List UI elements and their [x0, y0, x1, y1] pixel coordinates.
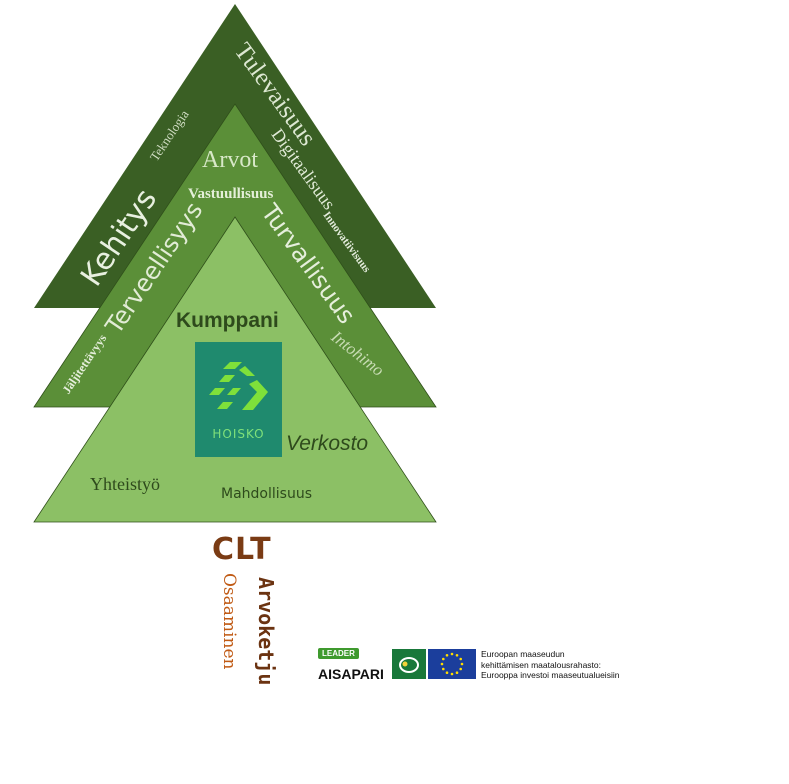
hoisko-logo: HOISKO — [195, 342, 282, 457]
eu-text-line: Euroopan maaseudun — [481, 649, 565, 659]
eu-flag-icon — [428, 649, 476, 679]
eu-text-line: Eurooppa investoi maaseutualueisiin — [481, 670, 620, 680]
trunk-title-clt: CLT — [212, 532, 272, 567]
word-vastuullisuus: Vastuullisuus — [188, 186, 274, 202]
funding-logos: LEADER AISAPARI — [316, 646, 636, 686]
hoisko-logo-text: HOISKO — [212, 427, 265, 441]
aisapari-logo: AISAPARI — [318, 666, 384, 682]
word-mahdollisuus: Mahdollisuus — [221, 486, 312, 502]
word-verkosto: Verkosto — [286, 432, 369, 455]
eu-text-line: kehittämisen maatalousrahasto: — [481, 659, 602, 670]
eu-funding-text: Euroopan maaseudun kehittämisen maatalou… — [481, 649, 619, 681]
hoisko-mark-icon — [209, 362, 268, 410]
word-yhteistyo: Yhteistyö — [90, 474, 160, 494]
leader-badge: LEADER — [318, 648, 359, 659]
trunk-word-arvoketju: Arvoketju — [254, 577, 278, 686]
leader-logo-icon — [392, 649, 426, 679]
word-kumppani: Kumppani — [176, 309, 279, 332]
trunk-word-osaaminen: Osaaminen — [219, 573, 239, 670]
word-arvot: Arvot — [202, 147, 258, 173]
